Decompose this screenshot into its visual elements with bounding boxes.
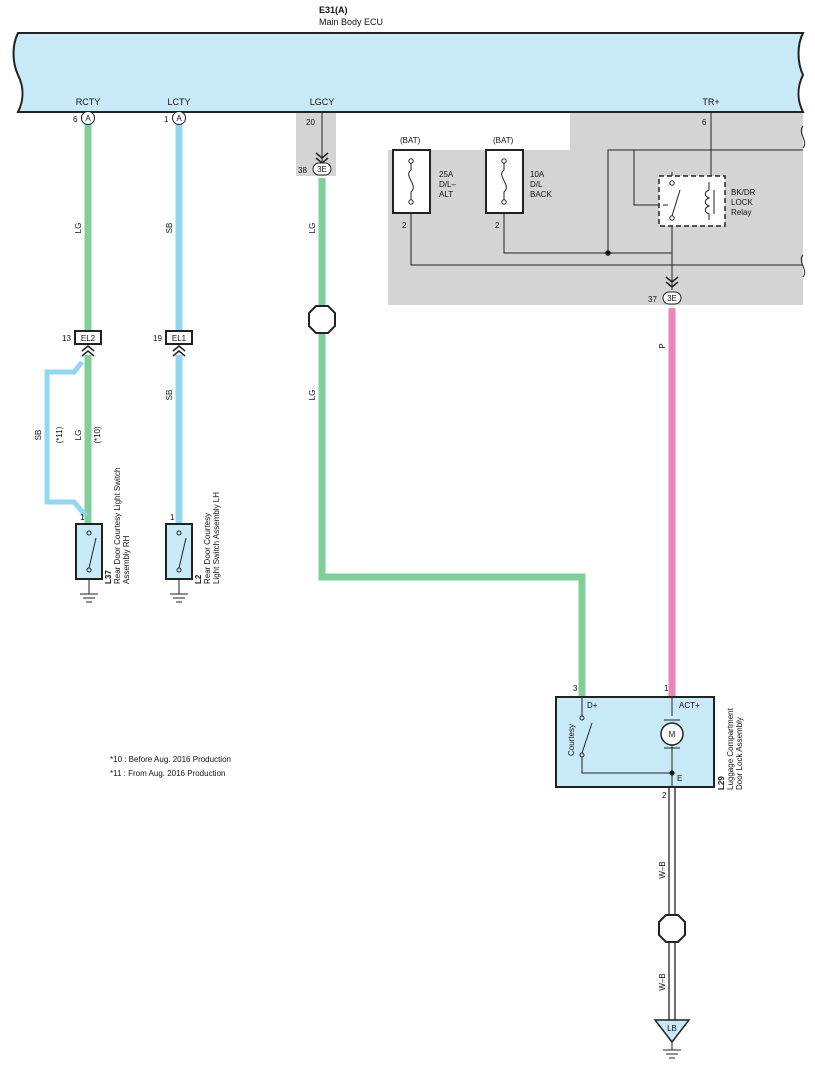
junction-3e-left: 3E 38 [298,152,332,176]
connector-el2: EL2 13 [62,330,102,357]
wire-label-lg: LG [308,390,317,401]
main-body-ecu: E31(A) Main Body ECU RCTY LCTY LGCY TR+ [12,5,805,113]
junction-label: 3E [317,165,327,174]
bk-dr-lock-relay: BK/DR LOCK Relay [658,175,756,227]
fuse-d-l-back: (BAT) 10A D/L BACK 2 [485,136,552,230]
conn-a-lcty: A [176,114,182,123]
ecu-box [12,32,805,113]
assembly-name-2: Door Lock Assembly [735,717,744,790]
wire-label-lg: LG [74,223,83,234]
relay-label-2: LOCK [731,198,753,207]
junction-pin: 38 [298,166,307,175]
connector-pin: 13 [62,334,71,343]
relay-label: BK/DR [731,188,756,197]
terminal-trplus: TR+ [702,97,719,107]
pin-lgcy: 20 [306,118,315,127]
terminal-lgcy: LGCY [310,97,335,107]
switch-name-2: Assembly RH [122,535,131,584]
switch-code: L2 [194,574,203,584]
fuse-pin: 2 [402,221,407,230]
fuse-name-2: ALT [439,190,453,199]
switch-pin: 1 [170,513,175,522]
wire-wb [668,787,676,1020]
connector-label: EL1 [172,334,187,343]
switch-name: Rear Door Courtesy [203,513,212,584]
fuse-source: (BAT) [493,136,514,145]
connector-el1: EL1 19 [153,330,193,357]
connector-label: EL2 [81,334,96,343]
note-10: *10 : Before Aug. 2016 Production [110,755,231,764]
junction-pin: 37 [648,295,657,304]
junction-label: 3E [667,294,677,303]
wire-rh-sb-branch [44,360,88,518]
wire-label-lg: LG [74,430,83,441]
fuse-source: (BAT) [400,136,421,145]
label-courtesy: Courtesy [567,724,576,756]
conn-a-rcty: A [85,114,91,123]
ecu-terminal-markers: A 6 A 1 20 6 [73,111,707,127]
ecu-code: E31(A) [319,5,348,15]
pin-e: 2 [662,791,667,800]
wire-label-wb: W–B [658,861,667,878]
luggage-door-lock-assembly: 3 1 D+ ACT+ Courtesy M E 2 L29 Luggage C… [555,684,744,800]
splice-point-lg [308,305,336,334]
ecu-name: Main Body ECU [319,17,383,27]
pin-dplus: 3 [573,684,578,693]
fuse-name: D/L [530,180,543,189]
wire-note-11: (*11) [55,426,64,443]
junction-3e-right: 3E 37 [648,276,682,305]
pin-rcty: 6 [73,115,78,124]
switch-name: Rear Door Courtesy Light Switch [113,468,122,585]
fuse-pin: 2 [495,221,500,230]
wire-label-sb: SB [165,223,174,234]
ground-label: LB [667,1024,677,1033]
motor-icon: M [669,730,676,739]
wire-color-labels: LG SB LG SB LG SB (*11) LG (*10) P W–B W… [34,223,667,991]
terminal-lcty: LCTY [167,97,190,107]
fuse-rating: 10A [530,170,545,179]
relay-label-3: Relay [731,208,751,217]
wire-label-p: P [658,343,667,348]
production-notes: *10 : Before Aug. 2016 Production *11 : … [110,755,231,778]
note-11: *11 : From Aug. 2016 Production [110,769,225,778]
wire-label-wb: W–B [658,973,667,990]
pin-lcty: 1 [164,115,169,124]
fuse-rating: 25A [439,170,454,179]
pin-trplus: 6 [702,118,707,127]
wire-label-sb: SB [165,390,174,401]
assembly-code: L29 [717,776,726,790]
switch-name-2: Light Switch Assembly LH [212,492,221,584]
wire-note-10: (*10) [93,426,102,444]
fuse-name-2: BACK [530,190,552,199]
switch-pin: 1 [80,513,85,522]
connector-pin: 19 [153,334,162,343]
label-e: E [677,774,682,783]
fuse-d-l-alt: (BAT) 25A D/L– ALT 2 [392,136,456,230]
assembly-name: Luggage Compartment [726,707,735,790]
switch-l37: 1 L37 Rear Door Courtesy Light Switch As… [75,468,131,603]
fuse-name: D/L– [439,180,456,189]
label-dplus: D+ [587,701,598,710]
terminal-rcty: RCTY [76,97,101,107]
ground-lb: LB [653,1019,691,1059]
switch-code: L37 [104,570,113,584]
splice-point-wb [658,914,686,943]
wire-label-sb: SB [34,430,43,441]
wire-lgcy-lg [318,178,586,697]
label-act: ACT+ [679,701,700,710]
switch-l2: 1 L2 Rear Door Courtesy Light Switch Ass… [165,492,221,603]
pin-act: 1 [664,684,669,693]
wire-label-lg: LG [308,223,317,234]
